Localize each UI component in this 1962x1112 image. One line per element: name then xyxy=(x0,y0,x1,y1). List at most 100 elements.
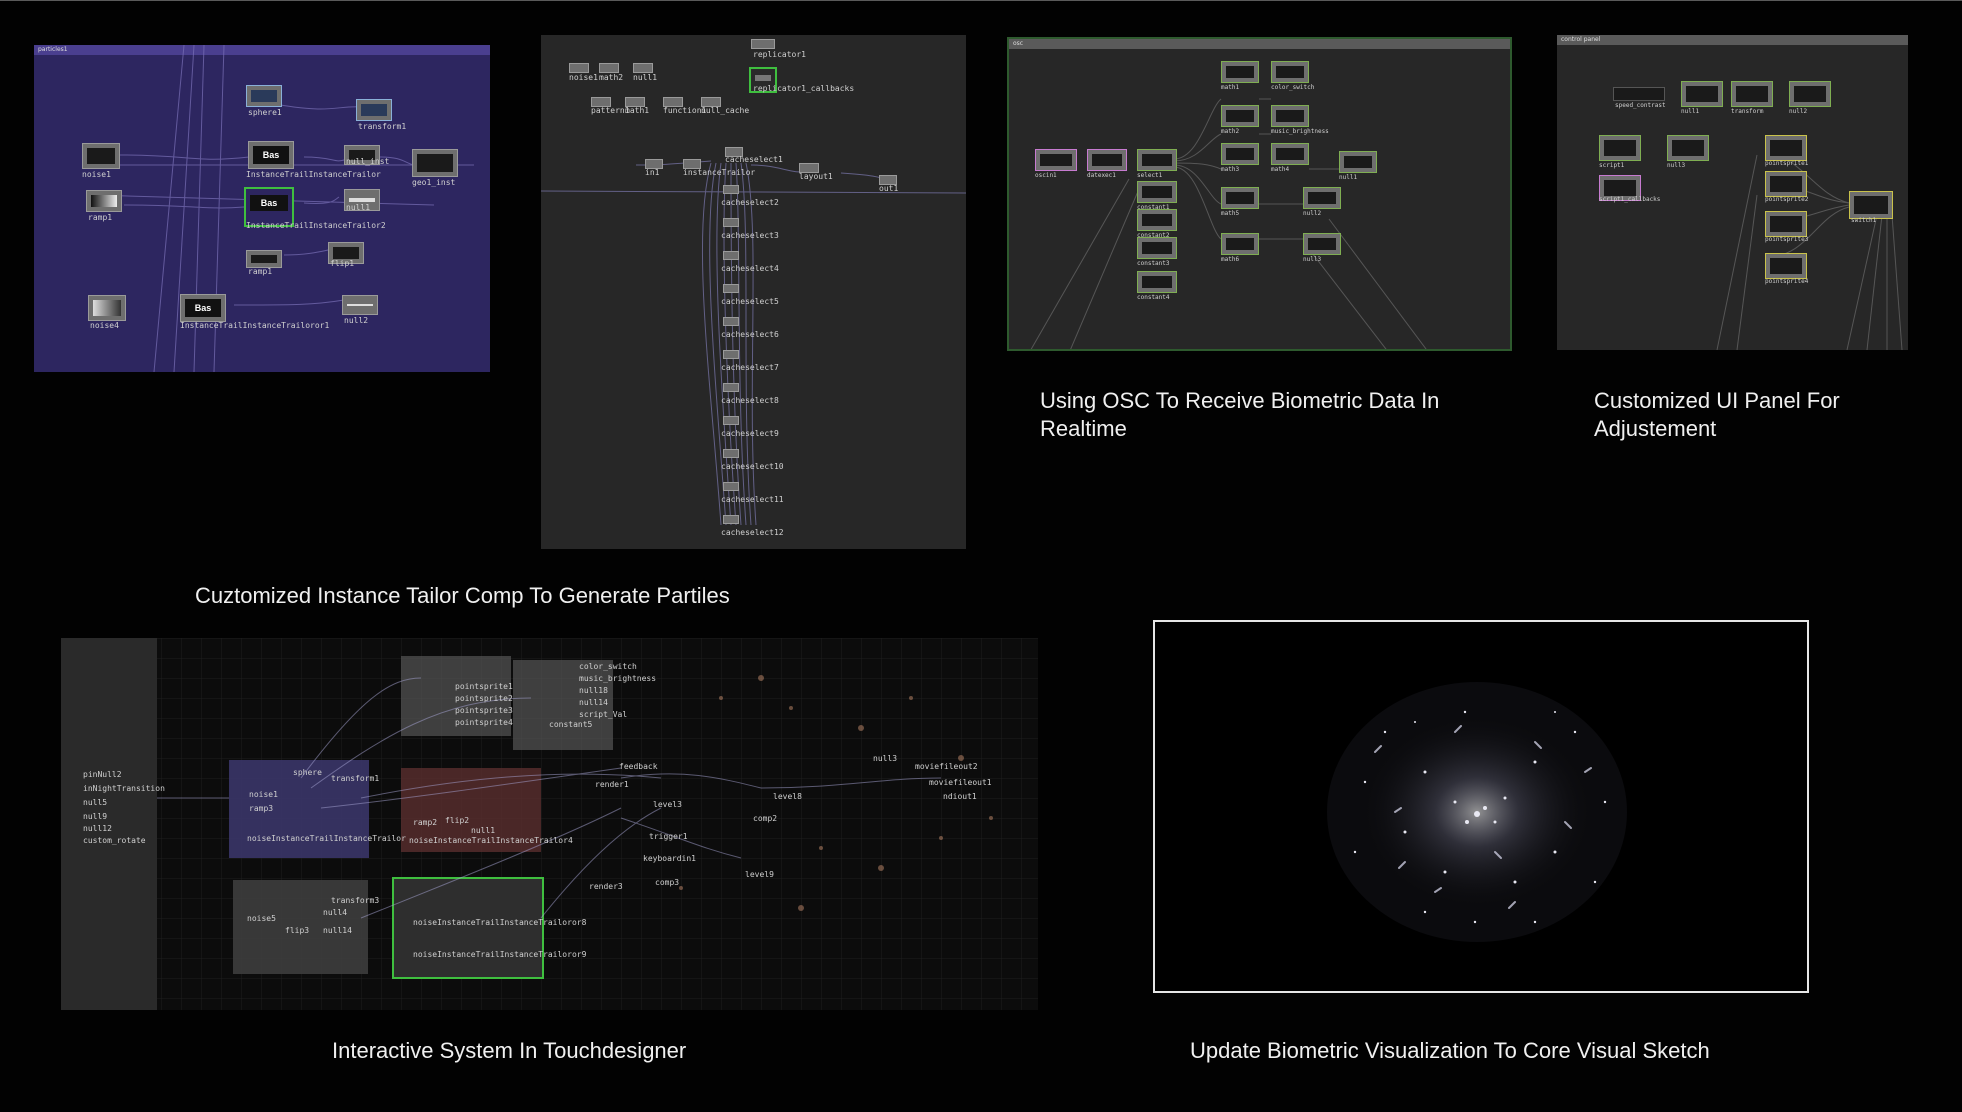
cacheselect-node[interactable] xyxy=(723,515,739,524)
cacheselect-node[interactable] xyxy=(723,185,739,194)
math-node[interactable] xyxy=(1221,187,1259,209)
noise4-node[interactable] xyxy=(88,295,126,321)
null1-node[interactable] xyxy=(633,63,653,73)
pattern-node[interactable] xyxy=(591,97,611,107)
cacheselect-node[interactable] xyxy=(725,147,743,157)
node-label: noise1 xyxy=(249,790,278,799)
null-node[interactable] xyxy=(1789,81,1831,107)
base-comp-node[interactable]: Bas xyxy=(248,141,294,169)
instance-trailor-node[interactable] xyxy=(683,159,701,169)
sphere-node[interactable] xyxy=(246,85,282,107)
replicator-node[interactable] xyxy=(751,39,775,49)
node-label: null3 xyxy=(873,754,898,763)
osc-in-node[interactable] xyxy=(1035,149,1077,171)
math-node[interactable] xyxy=(1221,105,1259,127)
particles-network-panel[interactable]: particles1 sphere1 transform1 noise1 Bas… xyxy=(34,45,490,372)
constant-node[interactable] xyxy=(1137,237,1177,259)
null-node[interactable] xyxy=(1303,187,1341,209)
node-label: null1 xyxy=(633,73,658,82)
null2-node[interactable] xyxy=(342,295,378,315)
node-label: render3 xyxy=(589,882,623,891)
node-label: layout1 xyxy=(799,172,833,181)
cacheselect-node[interactable] xyxy=(723,251,739,260)
cacheselect-node[interactable] xyxy=(723,317,739,326)
pointsprite-node[interactable] xyxy=(1765,253,1807,279)
music-brightness-node[interactable] xyxy=(1271,105,1309,127)
null-cache-node[interactable] xyxy=(701,97,721,107)
null-node[interactable] xyxy=(1681,81,1723,107)
node-label: ndiout1 xyxy=(943,792,977,801)
constant-node[interactable] xyxy=(1137,209,1177,231)
out-node[interactable] xyxy=(879,175,897,185)
base-comp-node-selected[interactable]: Bas xyxy=(244,187,294,227)
cacheselect-node[interactable] xyxy=(723,383,739,392)
system-network-panel[interactable]: pinNull2 inNightTransition null5 null9 n… xyxy=(61,638,1038,1010)
null1-node[interactable] xyxy=(344,189,380,211)
node-label: cacheselect1 xyxy=(725,155,783,164)
node-label: transform3 xyxy=(331,896,380,905)
null-inst-node[interactable] xyxy=(344,145,380,165)
pointsprite-node[interactable] xyxy=(1765,171,1807,197)
datexec-node[interactable] xyxy=(1087,149,1127,171)
transform-node[interactable] xyxy=(1731,81,1773,107)
geo-node[interactable] xyxy=(412,149,458,177)
cacheselect-node[interactable] xyxy=(723,218,739,227)
cacheselect-node[interactable] xyxy=(723,284,739,293)
script-callbacks-node[interactable] xyxy=(1599,175,1641,201)
cacheselect-node[interactable] xyxy=(723,449,739,458)
math-node[interactable] xyxy=(1221,143,1259,165)
null3-node[interactable] xyxy=(1667,135,1709,161)
replicator-callbacks-node[interactable] xyxy=(749,67,777,93)
node-label: null14 xyxy=(323,926,352,935)
node-label: datexec1 xyxy=(1087,172,1116,179)
select-node[interactable] xyxy=(1137,149,1177,171)
math-node[interactable] xyxy=(1221,61,1259,83)
pointsprite-node[interactable] xyxy=(1765,211,1807,237)
switch-node[interactable] xyxy=(1849,191,1893,219)
cacheselect-node[interactable] xyxy=(723,482,739,491)
node-label: feedback xyxy=(619,762,658,771)
math-node[interactable] xyxy=(1221,233,1259,255)
script-node[interactable] xyxy=(1599,135,1641,161)
node-label: null9 xyxy=(83,812,108,821)
function-node[interactable] xyxy=(663,97,683,107)
color-switch-node[interactable] xyxy=(1271,61,1309,83)
node-label: math3 xyxy=(1221,166,1240,173)
constant-node[interactable] xyxy=(1137,271,1177,293)
base-comp-node-3[interactable]: Bas xyxy=(180,294,226,322)
flip-node[interactable] xyxy=(328,242,364,264)
ramp-node[interactable] xyxy=(86,190,122,212)
node-label: cacheselect6 xyxy=(721,330,779,339)
node-label: switch1 xyxy=(1851,217,1877,224)
noise-node[interactable] xyxy=(82,143,120,169)
math2-node[interactable] xyxy=(599,63,619,73)
noise1-node[interactable] xyxy=(569,63,589,73)
null-node[interactable] xyxy=(1303,233,1341,255)
ramp1-node[interactable] xyxy=(246,250,282,268)
node-label: level9 xyxy=(745,870,774,879)
node-label: constant4 xyxy=(1137,294,1170,301)
math1-node[interactable] xyxy=(625,97,645,107)
in-node[interactable] xyxy=(645,159,663,169)
constant-node[interactable] xyxy=(1137,181,1177,203)
cacheselect-node[interactable] xyxy=(723,416,739,425)
math-node[interactable] xyxy=(1271,143,1309,165)
null-node[interactable] xyxy=(1339,151,1377,173)
speed-contrast-node[interactable] xyxy=(1613,87,1665,101)
node-label: pointsprite3 xyxy=(1765,236,1809,243)
node-label: null5 xyxy=(83,798,108,807)
transform-node[interactable] xyxy=(356,99,392,121)
node-label: cacheselect5 xyxy=(721,297,779,306)
node-label: level3 xyxy=(653,800,682,809)
node-label: null_inst xyxy=(346,157,390,166)
pointsprite-node[interactable] xyxy=(1765,135,1807,161)
cacheselect-node[interactable] xyxy=(723,350,739,359)
node-label: math2 xyxy=(1221,128,1240,135)
cache-network-panel[interactable]: noise1 math2 null1 replicator1 replicato… xyxy=(541,35,966,549)
layout-node[interactable] xyxy=(799,163,819,173)
node-label: pinNull2 xyxy=(83,770,122,779)
node-label: pointsprite2 xyxy=(455,694,513,703)
node-label: null12 xyxy=(83,824,112,833)
ui-panel-network-panel[interactable]: control panel speed_contrast null1 trans… xyxy=(1557,35,1908,350)
osc-network-panel[interactable]: osc oscin1 datexec1 select1 constant1 co… xyxy=(1007,37,1512,351)
